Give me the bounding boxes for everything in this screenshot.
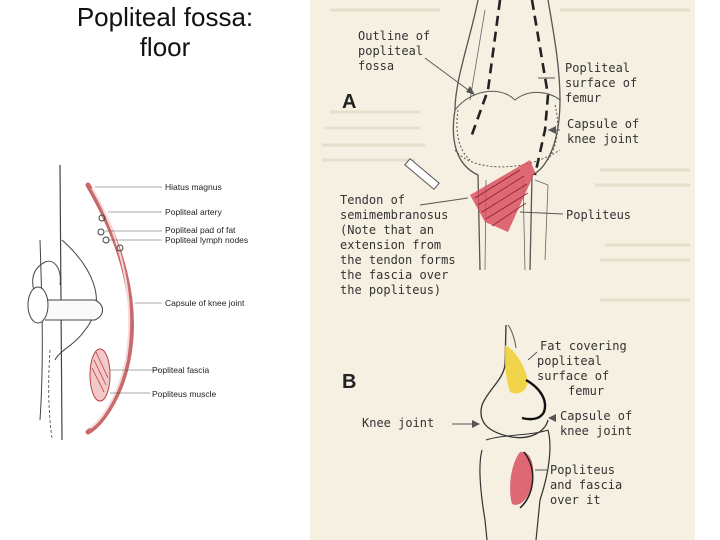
label-tendon-line-1: Tendon of (340, 193, 405, 207)
label-popliteus-b-line-2: and fascia (550, 478, 622, 492)
title-line-1: Popliteal fossa: (76, 2, 254, 32)
label-tendon-line-6: the fascia over (340, 268, 448, 282)
label-popliteal-lymph-nodes: Popliteal lymph nodes (165, 235, 248, 245)
label-popliteus-b-line-1: Popliteus (550, 463, 615, 477)
figure-b: B Fat covering popliteal surface of femu… (342, 324, 632, 540)
label-fat-line-1: Fat covering (540, 339, 627, 353)
label-popliteus-muscle: Popliteus muscle (152, 389, 217, 399)
label-fat-line-3: surface of (537, 369, 609, 383)
label-tendon-line-7: the popliteus) (340, 283, 441, 297)
label-popliteal-pad-of-fat: Popliteal pad of fat (165, 225, 236, 235)
title-line-2: floor (139, 32, 191, 62)
label-tendon-line-5: the tendon forms (340, 253, 456, 267)
label-outline-line-2: popliteal (358, 44, 423, 58)
label-popliteal-surface-line-1: Popliteal (565, 61, 630, 75)
label-popliteal-surface-line-3: femur (565, 91, 601, 105)
label-fat-line-4: femur (568, 384, 604, 398)
label-capsule-a-line-1: Capsule of (567, 117, 639, 131)
label-outline-line-1: Outline of (358, 29, 430, 43)
left-knee-diagram: Hiatus magnus Popliteal artery Popliteal… (27, 164, 248, 441)
label-capsule-b-line-2: knee joint (560, 424, 632, 438)
label-tendon-line-3: (Note that an (340, 223, 434, 237)
slide-title: Popliteal fossa: floor (40, 2, 290, 62)
label-popliteus-a: Popliteus (566, 208, 631, 222)
label-outline-line-3: fossa (358, 59, 394, 73)
label-capsule-of-knee-joint: Capsule of knee joint (165, 298, 245, 308)
right-scan-panel: A Outline of popliteal fossa Popliteal s… (310, 0, 695, 540)
label-hiatus-magnus: Hiatus magnus (165, 182, 222, 192)
figure-a: A Outline of popliteal fossa Popliteal s… (340, 0, 639, 297)
label-fat-line-2: popliteal (537, 354, 602, 368)
label-popliteus-b-line-3: over it (550, 493, 601, 507)
label-tendon-line-4: extension from (340, 238, 441, 252)
figure-b-letter: B (342, 371, 356, 393)
label-capsule-b-line-1: Capsule of (560, 409, 632, 423)
label-capsule-a-line-2: knee joint (567, 132, 639, 146)
label-knee-joint: Knee joint (362, 416, 434, 430)
label-popliteal-artery: Popliteal artery (165, 207, 222, 217)
figure-a-letter: A (342, 91, 356, 113)
label-tendon-line-2: semimembranosus (340, 208, 448, 222)
label-popliteal-surface-line-2: surface of (565, 76, 637, 90)
label-popliteal-fascia: Popliteal fascia (152, 365, 209, 375)
